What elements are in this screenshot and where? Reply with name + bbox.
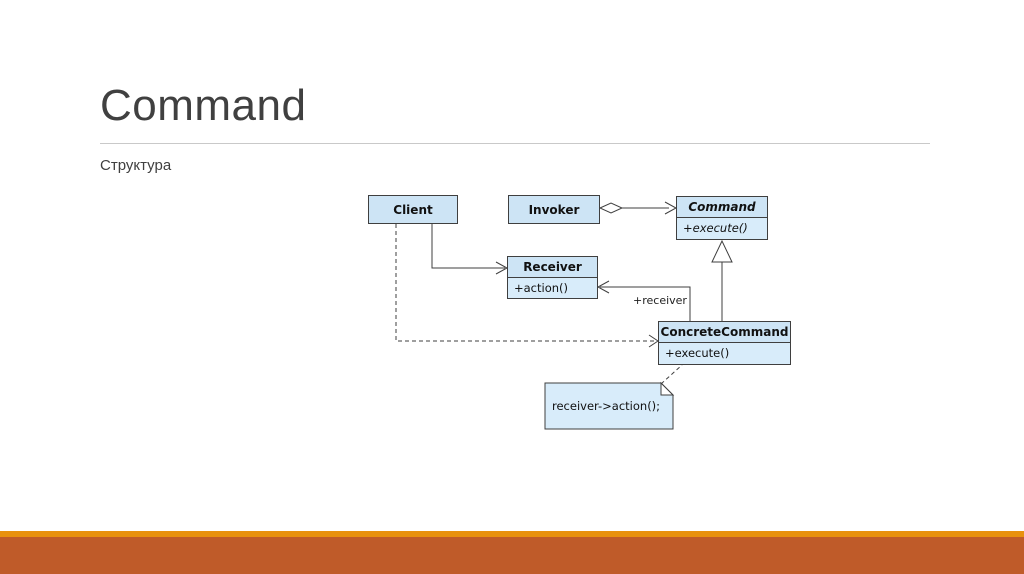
- aggregation-edge-invoker-command: [598, 201, 678, 215]
- class-member: +execute(): [677, 218, 767, 239]
- association-edge-client-receiver: [431, 224, 509, 275]
- slide-subtitle: Структура: [100, 157, 172, 174]
- edge-label-receiver-role: +receiver: [633, 294, 687, 307]
- footer-bar-rust: [0, 537, 1024, 574]
- class-name: ConcreteCommand: [659, 322, 790, 343]
- class-name: Command: [677, 197, 767, 218]
- open-arrowhead-icon: [495, 261, 509, 275]
- inheritance-edge-concretecommand-command: [711, 239, 733, 321]
- title-divider: [100, 143, 930, 144]
- class-box-client: Client: [368, 195, 458, 224]
- class-name: Invoker: [528, 202, 580, 217]
- open-arrowhead-icon: [596, 280, 610, 294]
- class-box-invoker: Invoker: [508, 195, 600, 224]
- class-name: Client: [393, 202, 433, 217]
- class-member: +execute(): [659, 343, 790, 364]
- aggregation-diamond-icon: [598, 202, 624, 214]
- class-name: Receiver: [508, 257, 597, 278]
- class-member: +action(): [508, 278, 597, 298]
- open-arrowhead-icon: [648, 334, 659, 348]
- class-box-command: Command +execute(): [676, 196, 768, 240]
- open-arrowhead-icon: [664, 201, 678, 215]
- note-text: receiver->action();: [552, 399, 661, 413]
- uml-note-shape: [544, 364, 683, 430]
- note-fold-icon: [660, 381, 675, 396]
- class-box-concretecommand: ConcreteCommand +execute(): [658, 321, 791, 365]
- page-title: Command: [100, 81, 307, 130]
- class-box-receiver: Receiver +action(): [507, 256, 598, 299]
- accent-strip-gold: [0, 531, 1024, 537]
- inheritance-triangle-icon: [711, 239, 733, 263]
